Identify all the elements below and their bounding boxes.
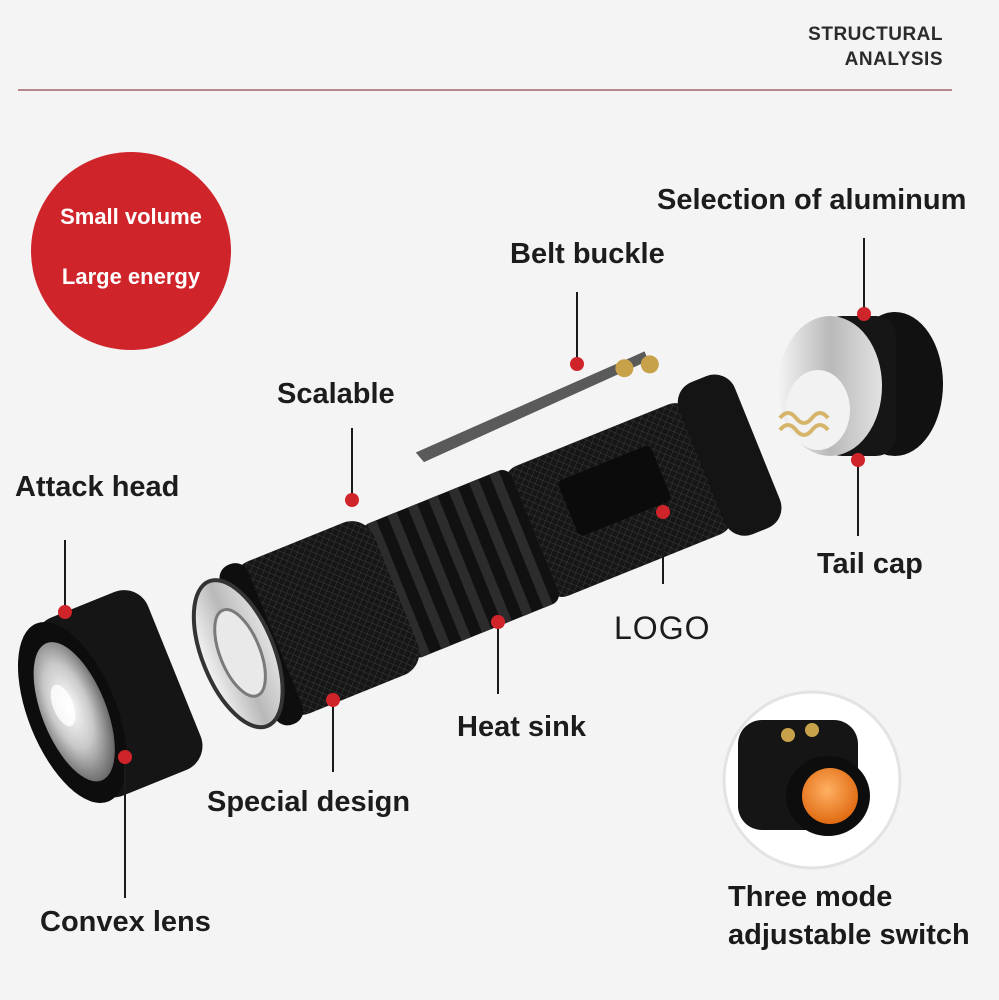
- switch-button-orange: [802, 768, 858, 824]
- tail-cap-group: [778, 312, 943, 456]
- label-switch-line-1: Three mode: [728, 881, 893, 913]
- rear-ring: [677, 374, 782, 536]
- header-divider: [18, 89, 952, 91]
- label-belt-buckle: Belt buckle: [510, 238, 665, 270]
- label-switch-line-2: adjustable switch: [728, 919, 970, 951]
- header-line-2: ANALYSIS: [844, 49, 943, 70]
- belt-clip: [415, 351, 649, 463]
- label-heat-sink: Heat sink: [457, 711, 586, 743]
- label-aluminum: Selection of aluminum: [657, 184, 967, 216]
- label-scalable: Scalable: [277, 378, 395, 410]
- header-line-1: STRUCTURAL: [808, 24, 943, 45]
- label-tail-cap: Tail cap: [817, 548, 923, 580]
- callout-dots: [58, 307, 871, 764]
- label-convex-lens: Convex lens: [40, 906, 211, 938]
- feature-badge: Small volume Large energy: [31, 152, 231, 350]
- switch-inset: [722, 690, 902, 870]
- attack-head-group: [17, 590, 203, 803]
- label-switch: Three mode adjustable switch: [728, 878, 970, 954]
- badge-line-1: Small volume: [60, 204, 202, 229]
- logo-panel: [558, 446, 671, 536]
- label-special-design: Special design: [207, 786, 411, 818]
- label-attack-head: Attack head: [15, 471, 180, 503]
- label-logo: LOGO: [614, 610, 711, 646]
- header-title: STRUCTURAL ANALYSIS: [808, 22, 943, 72]
- badge-line-2: Large energy: [61, 264, 201, 289]
- callout-lines: [64, 238, 865, 898]
- heat-sink-fins: [362, 470, 559, 658]
- spring: [778, 411, 830, 425]
- flashlight-body-group: [191, 351, 782, 730]
